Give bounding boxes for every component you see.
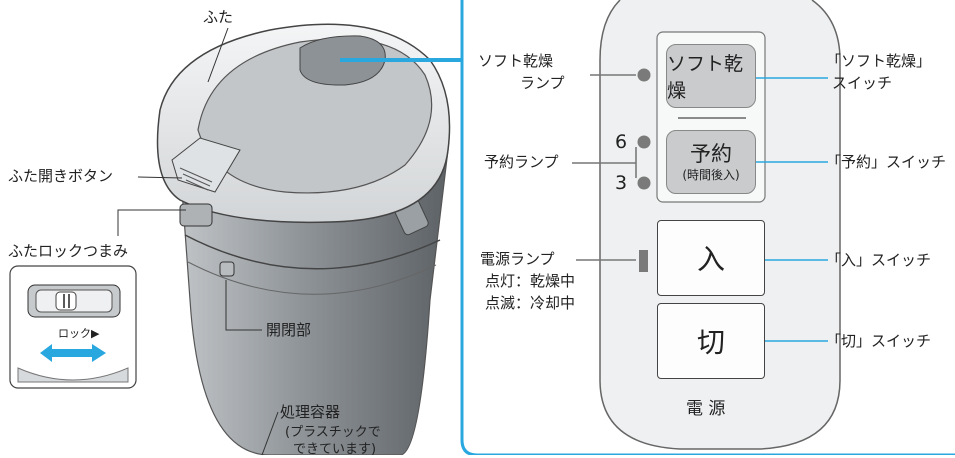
opening-part-drawing — [219, 261, 235, 277]
timer-lamp-label: 予約ランプ — [484, 153, 559, 171]
power-lamp-on-label: 点灯：乾燥中 — [485, 272, 576, 290]
timer-3-lamp — [637, 176, 651, 190]
soft-dry-button[interactable]: ソフト乾燥 — [666, 44, 756, 108]
power-lamp-label: 電源ランプ — [480, 250, 555, 268]
opening-part-label: 開閉部 — [266, 321, 312, 339]
timer-switch-label: 「予約」スイッチ — [826, 153, 947, 171]
timer-6-lamp — [637, 135, 651, 149]
timer-button-label: 予約 — [690, 142, 732, 166]
lid-label: ふた — [203, 8, 234, 26]
power-lamp-blink-label: 点滅：冷却中 — [485, 294, 576, 312]
left-leader-lines — [117, 27, 279, 455]
power-lamp — [639, 250, 648, 272]
lock-indicator-label: ロック▶ — [58, 327, 100, 340]
off-switch-label: 「切」スイッチ — [826, 332, 932, 350]
container-note-2: できています) — [293, 442, 377, 457]
timer-3-label: 3 — [615, 172, 628, 194]
power-caption: 電 源 — [686, 399, 726, 419]
lid-lock-knob-label: ふたロックつまみ — [8, 242, 129, 260]
appliance-body — [181, 149, 449, 455]
lock-knob-inset — [9, 265, 137, 389]
lid-open-button-label: ふた開きボタン — [8, 167, 114, 185]
timer-6-label: 6 — [615, 131, 628, 153]
lock-knob-drawing — [179, 203, 213, 227]
soft-dry-lamp — [637, 68, 651, 82]
container-note-1: (プラスチックで — [285, 425, 381, 440]
off-button[interactable]: 切 — [657, 303, 765, 379]
appliance-lid — [156, 23, 451, 224]
soft-dry-lamp-label-2: ランプ — [520, 74, 565, 92]
on-button-label: 入 — [696, 243, 725, 276]
soft-dry-switch-label-2: スイッチ — [832, 74, 893, 92]
container-label: 処理容器 — [280, 403, 341, 421]
on-button[interactable]: 入 — [657, 220, 765, 296]
timer-button[interactable]: 予約 (時間後入) — [666, 130, 756, 194]
soft-dry-switch-label: 「ソフト乾燥」 — [826, 52, 932, 70]
panel-leader-lines — [572, 74, 636, 261]
off-button-label: 切 — [696, 326, 725, 359]
soft-dry-button-label: ソフト乾燥 — [667, 53, 744, 102]
timer-button-sublabel: (時間後入) — [682, 168, 740, 182]
lid-open-button-drawing — [171, 137, 241, 193]
on-switch-label: 「入」スイッチ — [826, 251, 932, 269]
soft-dry-lamp-label: ソフト乾燥 — [478, 52, 554, 70]
